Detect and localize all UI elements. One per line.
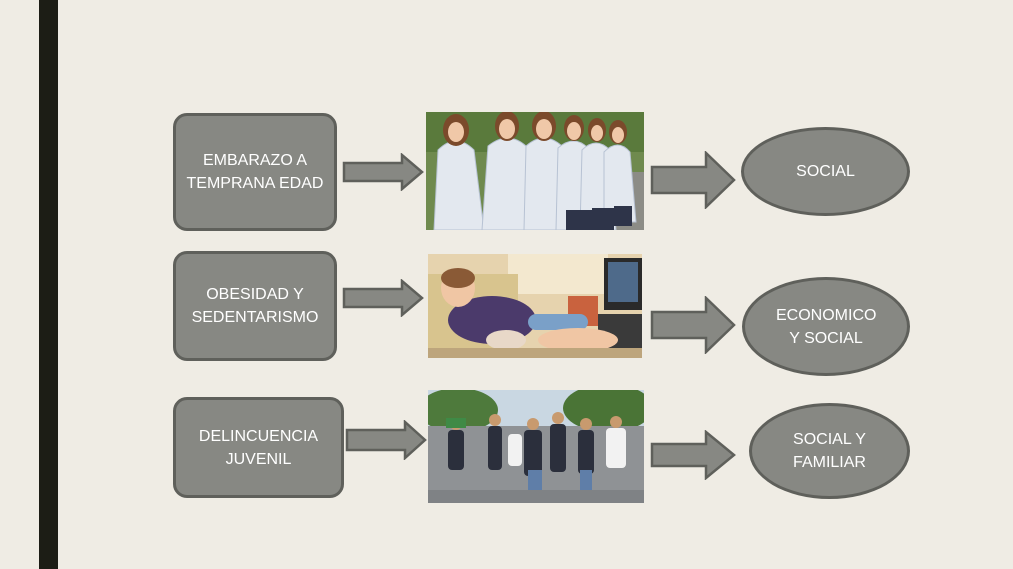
effect-label: ECONOMICO Y SOCIAL [776,306,877,347]
arrow-right-icon [342,153,424,191]
cause-box-pregnancy: EMBARAZO A TEMPRANA EDAD [173,113,337,231]
cause-box-obesity: OBESIDAD Y SEDENTARISMO [173,251,337,361]
effect-label: SOCIAL Y FAMILIAR [793,431,866,471]
arrow-right-icon [650,151,736,209]
effect-oval-social: SOCIAL [741,127,910,216]
effect-label: SOCIAL [796,163,855,180]
cause-label: EMBARAZO A TEMPRANA EDAD [186,152,324,192]
arrow-right-icon [650,296,736,354]
cause-label: DELINCUENCIA JUVENIL [198,427,319,468]
arrow-right-icon [345,420,427,460]
arrow-right-icon [342,279,424,317]
effect-oval-social-familiar: SOCIAL Y FAMILIAR [749,403,910,499]
cause-box-delinquency: DELINCUENCIA JUVENIL [173,397,344,498]
left-accent-bar [39,0,58,569]
photo-street-fight [428,390,644,503]
effect-oval-economico-social: ECONOMICO Y SOCIAL [742,277,910,376]
arrow-right-icon [650,430,736,480]
cause-label: OBESIDAD Y SEDENTARISMO [191,286,319,326]
photo-pregnant-schoolgirls [426,112,644,230]
photo-obese-child-tv [428,254,642,358]
